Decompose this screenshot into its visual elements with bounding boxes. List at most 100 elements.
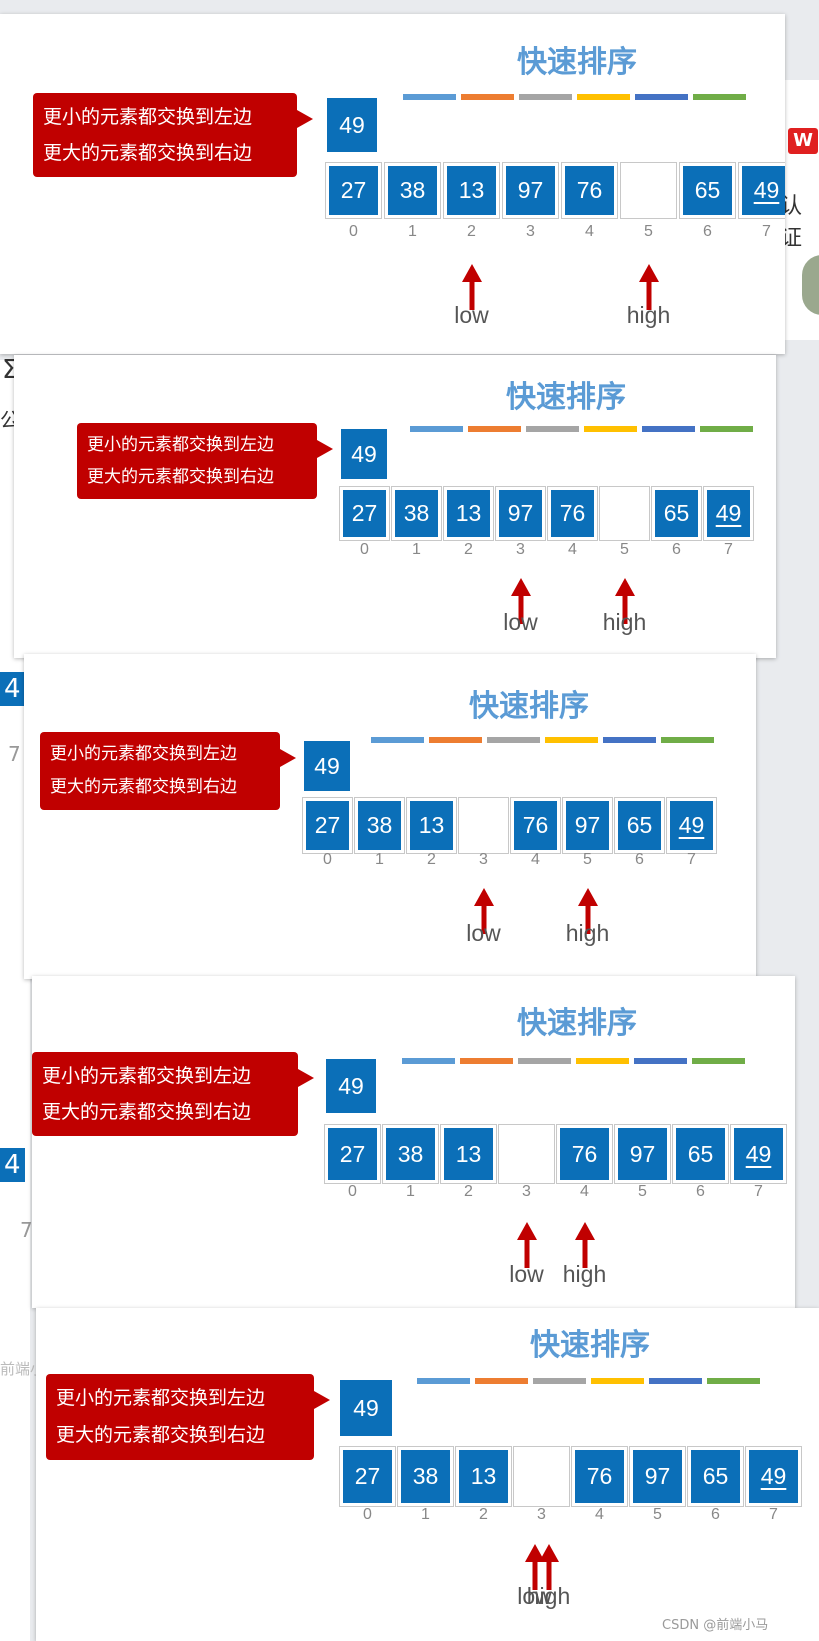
pointer-label-high: high [526,1583,571,1609]
pivot-value: 49 [304,741,350,791]
array-value: 38 [412,1463,439,1489]
bg-avatar [802,255,819,315]
array-index: 3 [526,223,535,240]
array-index: 3 [479,851,488,868]
callout-pointer [298,1069,314,1087]
array-index: 0 [360,541,369,558]
array-index: 7 [762,223,771,240]
array-value: 65 [702,1463,729,1489]
rule-callout: 更小的元素都交换到左边更大的元素都交换到右边 [77,423,333,499]
array-index: 4 [595,1506,604,1523]
callout-line: 更小的元素都交换到左边 [87,435,274,455]
array-value: 97 [644,1463,671,1489]
array-cell: 38 [382,1124,439,1184]
array-cell: 27 [339,486,390,541]
callout-pointer [280,749,296,767]
array-value: 49 [745,1140,772,1167]
array-cell: 13 [443,162,500,219]
array-index: 4 [531,851,540,868]
array-cell: 27 [339,1446,396,1507]
callout-line: 更大的元素都交换到右边 [42,1101,252,1123]
array-value-box: 97 [633,1450,682,1503]
array-index: 4 [568,541,577,558]
title-color-stripe [707,1378,760,1384]
title-color-stripe [403,94,456,100]
array-cell [599,486,650,541]
array-index: 2 [427,851,436,868]
callout-line: 更大的元素都交换到右边 [50,777,237,797]
array-cell: 97 [629,1446,686,1507]
title-color-stripe [603,737,656,743]
array-value-box: 13 [444,1128,493,1180]
title-color-stripe [371,737,424,743]
array-cell: 65 [672,1124,729,1184]
pointer-arrow-icon [638,264,659,310]
bg-text-fragment: 7 [8,742,21,766]
title-color-stripe [475,1378,528,1384]
array-value: 49 [753,177,780,203]
array-value-box: 97 [618,1128,667,1180]
title-color-stripe [642,426,695,432]
array-value: 49 [760,1463,787,1489]
title-color-stripe [519,94,572,100]
array-value-box: 27 [306,801,349,850]
array-value-box: 27 [329,166,378,215]
slide-title: 快速排序 [506,380,626,415]
bg-badge: W [788,128,818,154]
array-index: 6 [672,541,681,558]
array-index: 0 [323,851,332,868]
pointer-arrow-icon [461,264,482,310]
array-index: 3 [516,541,525,558]
array-value: 38 [397,1140,424,1167]
title-color-stripe [429,737,482,743]
array-value-box: 13 [459,1450,508,1503]
array-value-box: 76 [551,490,594,537]
array-index: 2 [464,541,473,558]
array-value: 13 [455,1140,482,1167]
array-value-box: 38 [395,490,438,537]
pointer-arrow-icon [614,578,635,624]
array-index: 0 [349,223,358,240]
array-value-box: 49 [707,490,750,537]
title-color-stripe [576,1058,629,1064]
title-color-stripe [518,1058,571,1064]
array-value: 97 [507,500,534,526]
array-value: 13 [470,1463,497,1489]
array-index: 1 [375,851,384,868]
pivot-value: 49 [341,429,387,479]
array-index: 4 [580,1183,589,1200]
title-color-stripe [635,94,688,100]
pointer-arrow-icon [473,888,494,934]
array-value-box: 97 [566,801,609,850]
array-cell: 97 [562,797,613,854]
array-value-box: 97 [506,166,555,215]
callout-line: 更小的元素都交换到左边 [56,1387,266,1409]
title-color-stripe [461,94,514,100]
pointer-label-high: high [562,1261,607,1287]
array-index: 2 [467,223,476,240]
pointer-label-high: high [602,609,647,635]
array-value-box: 38 [388,166,437,215]
array-value: 76 [576,177,603,203]
callout-line: 更小的元素都交换到左边 [43,106,253,128]
pivot-value: 49 [326,1059,376,1113]
array-cell [513,1446,570,1507]
array-cell: 65 [651,486,702,541]
rule-callout: 更小的元素都交换到左边更大的元素都交换到右边 [40,732,296,810]
title-color-stripe [402,1058,455,1064]
array-value: 65 [663,500,690,526]
array-cell: 76 [547,486,598,541]
array-value-box: 13 [447,490,490,537]
array-value: 27 [354,1463,381,1489]
array-value: 97 [574,812,601,838]
bg-text-fragment: 认证 [780,194,803,251]
array-index: 6 [703,223,712,240]
array-value-box: 76 [575,1450,624,1503]
array-cell: 65 [614,797,665,854]
slide-title: 快速排序 [530,1328,650,1363]
array-index: 0 [348,1183,357,1200]
array-value: 65 [687,1140,714,1167]
pointer-arrow-icon [510,578,531,624]
title-color-stripe [468,426,521,432]
